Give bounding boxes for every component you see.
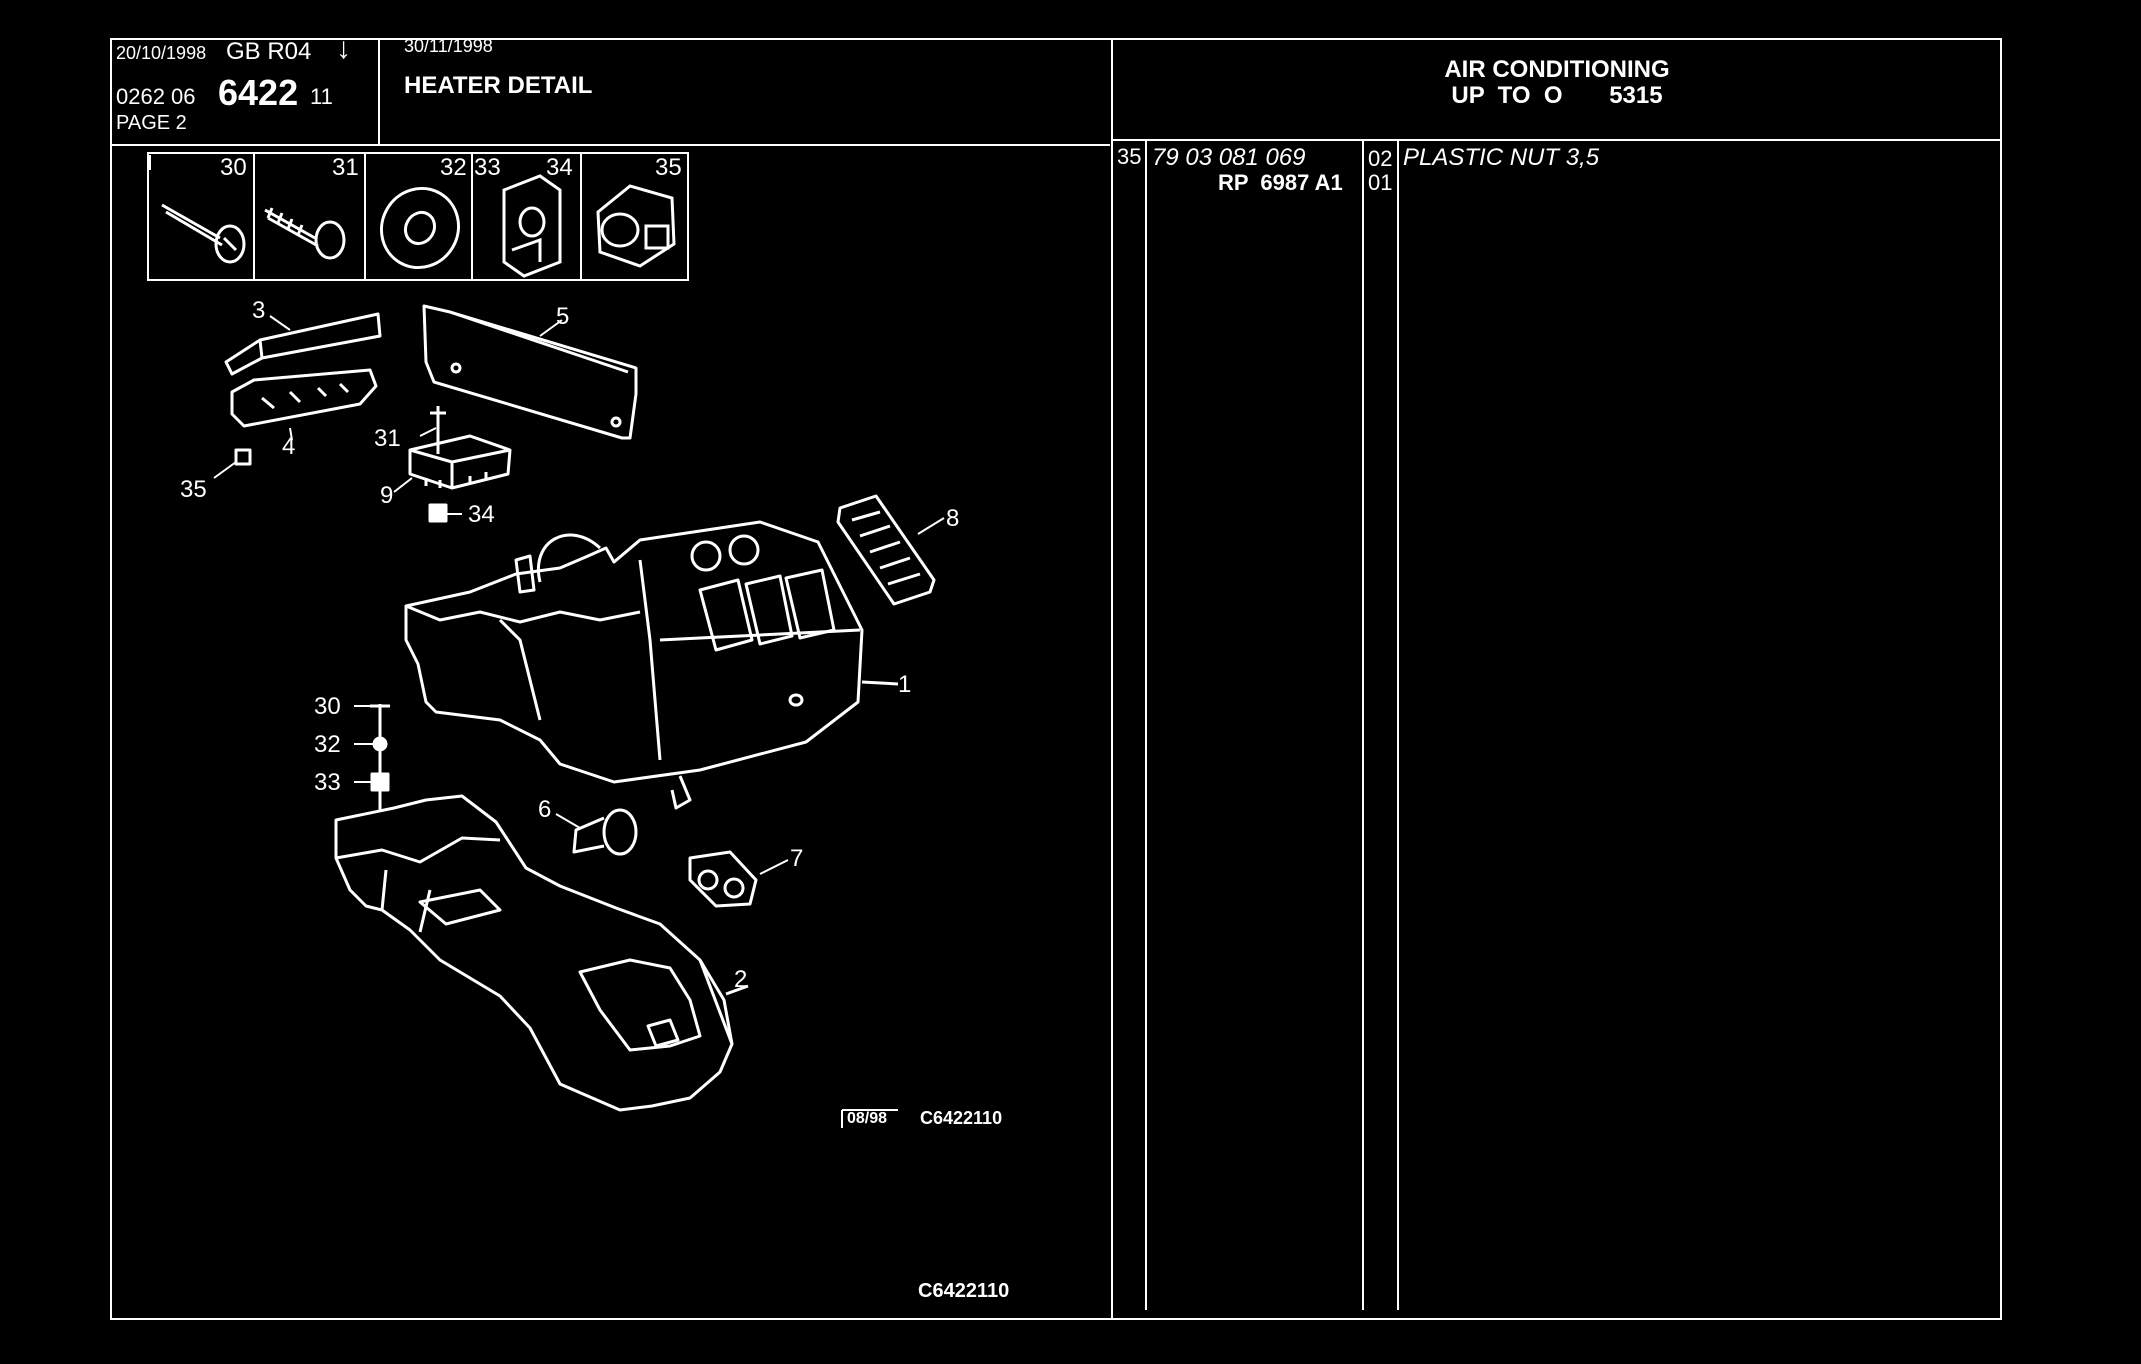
callout-7: 7: [790, 845, 804, 872]
figure-ref-small: C6422110: [920, 1108, 1003, 1128]
callout-9: 9: [380, 482, 394, 509]
part-35-nut: [236, 450, 250, 464]
hardware-label: 35: [655, 154, 682, 181]
hardware-label: 32: [440, 154, 467, 181]
header-page: PAGE 2: [116, 112, 187, 134]
part-9-switch: [410, 406, 510, 488]
part-8-vent: [838, 496, 934, 604]
header-code-suffix: 11: [310, 84, 333, 109]
part-2-console: [336, 796, 748, 1110]
figure-ref-box: 08/98: [847, 1110, 888, 1127]
parts-item-number: 35: [1117, 144, 1142, 169]
header-country-revision: GB R04: [226, 38, 312, 65]
hardware-label: 33: [474, 154, 501, 181]
fastener-stack: [370, 704, 390, 812]
leader-lines: [214, 316, 944, 874]
parts-part-number: 79 03 081 069: [1152, 144, 1306, 171]
parts-quantity-2: 01: [1368, 170, 1393, 195]
part-3-bracket: [226, 314, 380, 374]
callout-30: 30: [314, 693, 341, 720]
part-5-cover: [424, 306, 636, 438]
callout-32: 32: [314, 731, 341, 758]
part-1-heater: [406, 522, 898, 808]
callout-6: 6: [538, 796, 552, 823]
callout-33: 33: [314, 769, 341, 796]
plastic-nut-icon: [598, 186, 674, 266]
screw-icon: [162, 205, 244, 262]
clip-nut-icon: [504, 176, 560, 276]
header-date: 20/10/1998: [116, 43, 207, 63]
hardware-label: 31: [332, 154, 359, 181]
callout-35: 35: [180, 476, 207, 503]
callout-5: 5: [556, 303, 570, 330]
hardware-label: 34: [546, 154, 573, 181]
callout-2: 2: [734, 966, 748, 993]
part-4-trim: [232, 370, 376, 426]
figure-ref-bottom: C6422110: [918, 1280, 1010, 1302]
callout-4: 4: [282, 433, 296, 460]
callout-3: 3: [252, 297, 266, 324]
callout-1: 1: [898, 671, 912, 698]
part-34-nut: [430, 505, 446, 521]
self-tapping-screw-icon: [265, 208, 344, 258]
section-title: AIR CONDITIONING: [1444, 56, 1670, 83]
parts-quantity: 02: [1368, 146, 1393, 171]
page-title: HEATER DETAIL: [404, 72, 593, 99]
page-frame: [110, 38, 2002, 1320]
part-7-grommet: [690, 852, 756, 906]
down-arrow-icon: ↓: [336, 32, 351, 65]
callout-8: 8: [946, 505, 960, 532]
callout-31: 31: [374, 425, 401, 452]
parts-description: PLASTIC NUT 3,5: [1403, 144, 1600, 171]
part-6-grommet: [574, 810, 636, 854]
parts-reference: RP 6987 A1: [1218, 170, 1343, 195]
hardware-label: 30: [220, 154, 247, 181]
callout-34: 34: [468, 501, 495, 528]
washer-icon: [367, 174, 473, 281]
section-range: UP TO O 5315: [1451, 82, 1663, 109]
header-code-prefix: 0262 06: [116, 84, 196, 109]
header-main-number: 6422: [218, 72, 299, 113]
header-update-date: 30/11/1998: [404, 36, 493, 56]
